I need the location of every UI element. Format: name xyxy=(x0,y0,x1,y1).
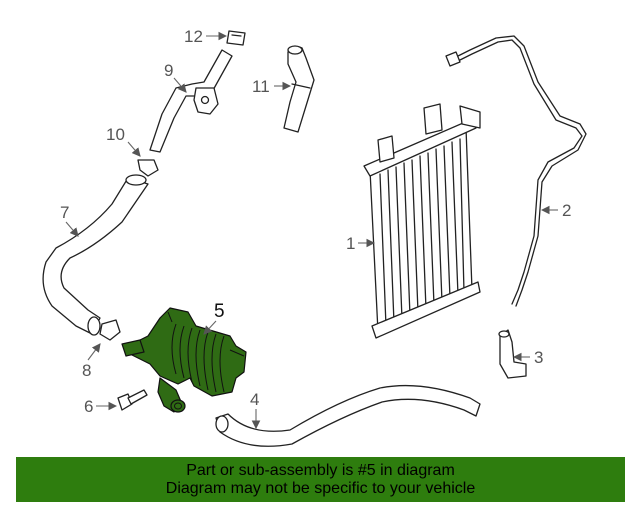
part-7-hose[interactable] xyxy=(42,174,149,336)
part-4-hose[interactable] xyxy=(215,384,481,447)
callout-4: 4 xyxy=(250,390,261,430)
part-2-line[interactable] xyxy=(445,35,587,307)
svg-text:2: 2 xyxy=(562,201,571,220)
part-6-bolt[interactable] xyxy=(117,389,148,411)
svg-text:9: 9 xyxy=(164,61,173,80)
callout-3: 3 xyxy=(512,348,543,367)
svg-text:11: 11 xyxy=(252,77,270,96)
svg-text:4: 4 xyxy=(250,390,259,409)
part-10-clip[interactable] xyxy=(137,159,159,177)
part-11-hose[interactable] xyxy=(283,45,315,133)
part-5-oil-cooler[interactable] xyxy=(121,307,247,413)
callout-1: 1 xyxy=(346,234,376,253)
svg-text:7: 7 xyxy=(60,203,69,222)
svg-text:8: 8 xyxy=(82,361,91,380)
banner-line-part-number: Part or sub-assembly is #5 in diagram xyxy=(186,461,455,479)
svg-text:3: 3 xyxy=(534,348,543,367)
part-8-clamp[interactable] xyxy=(99,319,121,341)
banner-line-disclaimer: Diagram may not be specific to your vehi… xyxy=(165,479,476,497)
svg-text:5: 5 xyxy=(214,301,225,322)
part-9-upper-hose[interactable] xyxy=(149,49,233,153)
callout-7: 7 xyxy=(60,203,79,237)
svg-text:12: 12 xyxy=(184,27,203,46)
callout-2: 2 xyxy=(540,201,571,220)
callout-9: 9 xyxy=(164,61,187,93)
diagram-notice-banner: Part or sub-assembly is #5 in diagram Di… xyxy=(16,457,625,502)
callout-5: 5 xyxy=(203,301,225,335)
callout-11: 11 xyxy=(252,77,292,96)
parts-diagram: 1 2 3 4 5 6 7 8 9 10 11 12 xyxy=(42,27,587,447)
svg-text:1: 1 xyxy=(346,234,355,253)
part-3-hose[interactable] xyxy=(498,329,527,379)
callout-6: 6 xyxy=(84,397,118,416)
part-12-clamp[interactable] xyxy=(226,30,246,46)
callout-10: 10 xyxy=(106,125,141,157)
svg-text:6: 6 xyxy=(84,397,93,416)
callout-12: 12 xyxy=(184,27,228,46)
callout-8: 8 xyxy=(82,343,101,380)
svg-text:10: 10 xyxy=(106,125,125,144)
part-1-radiator[interactable] xyxy=(363,103,481,339)
